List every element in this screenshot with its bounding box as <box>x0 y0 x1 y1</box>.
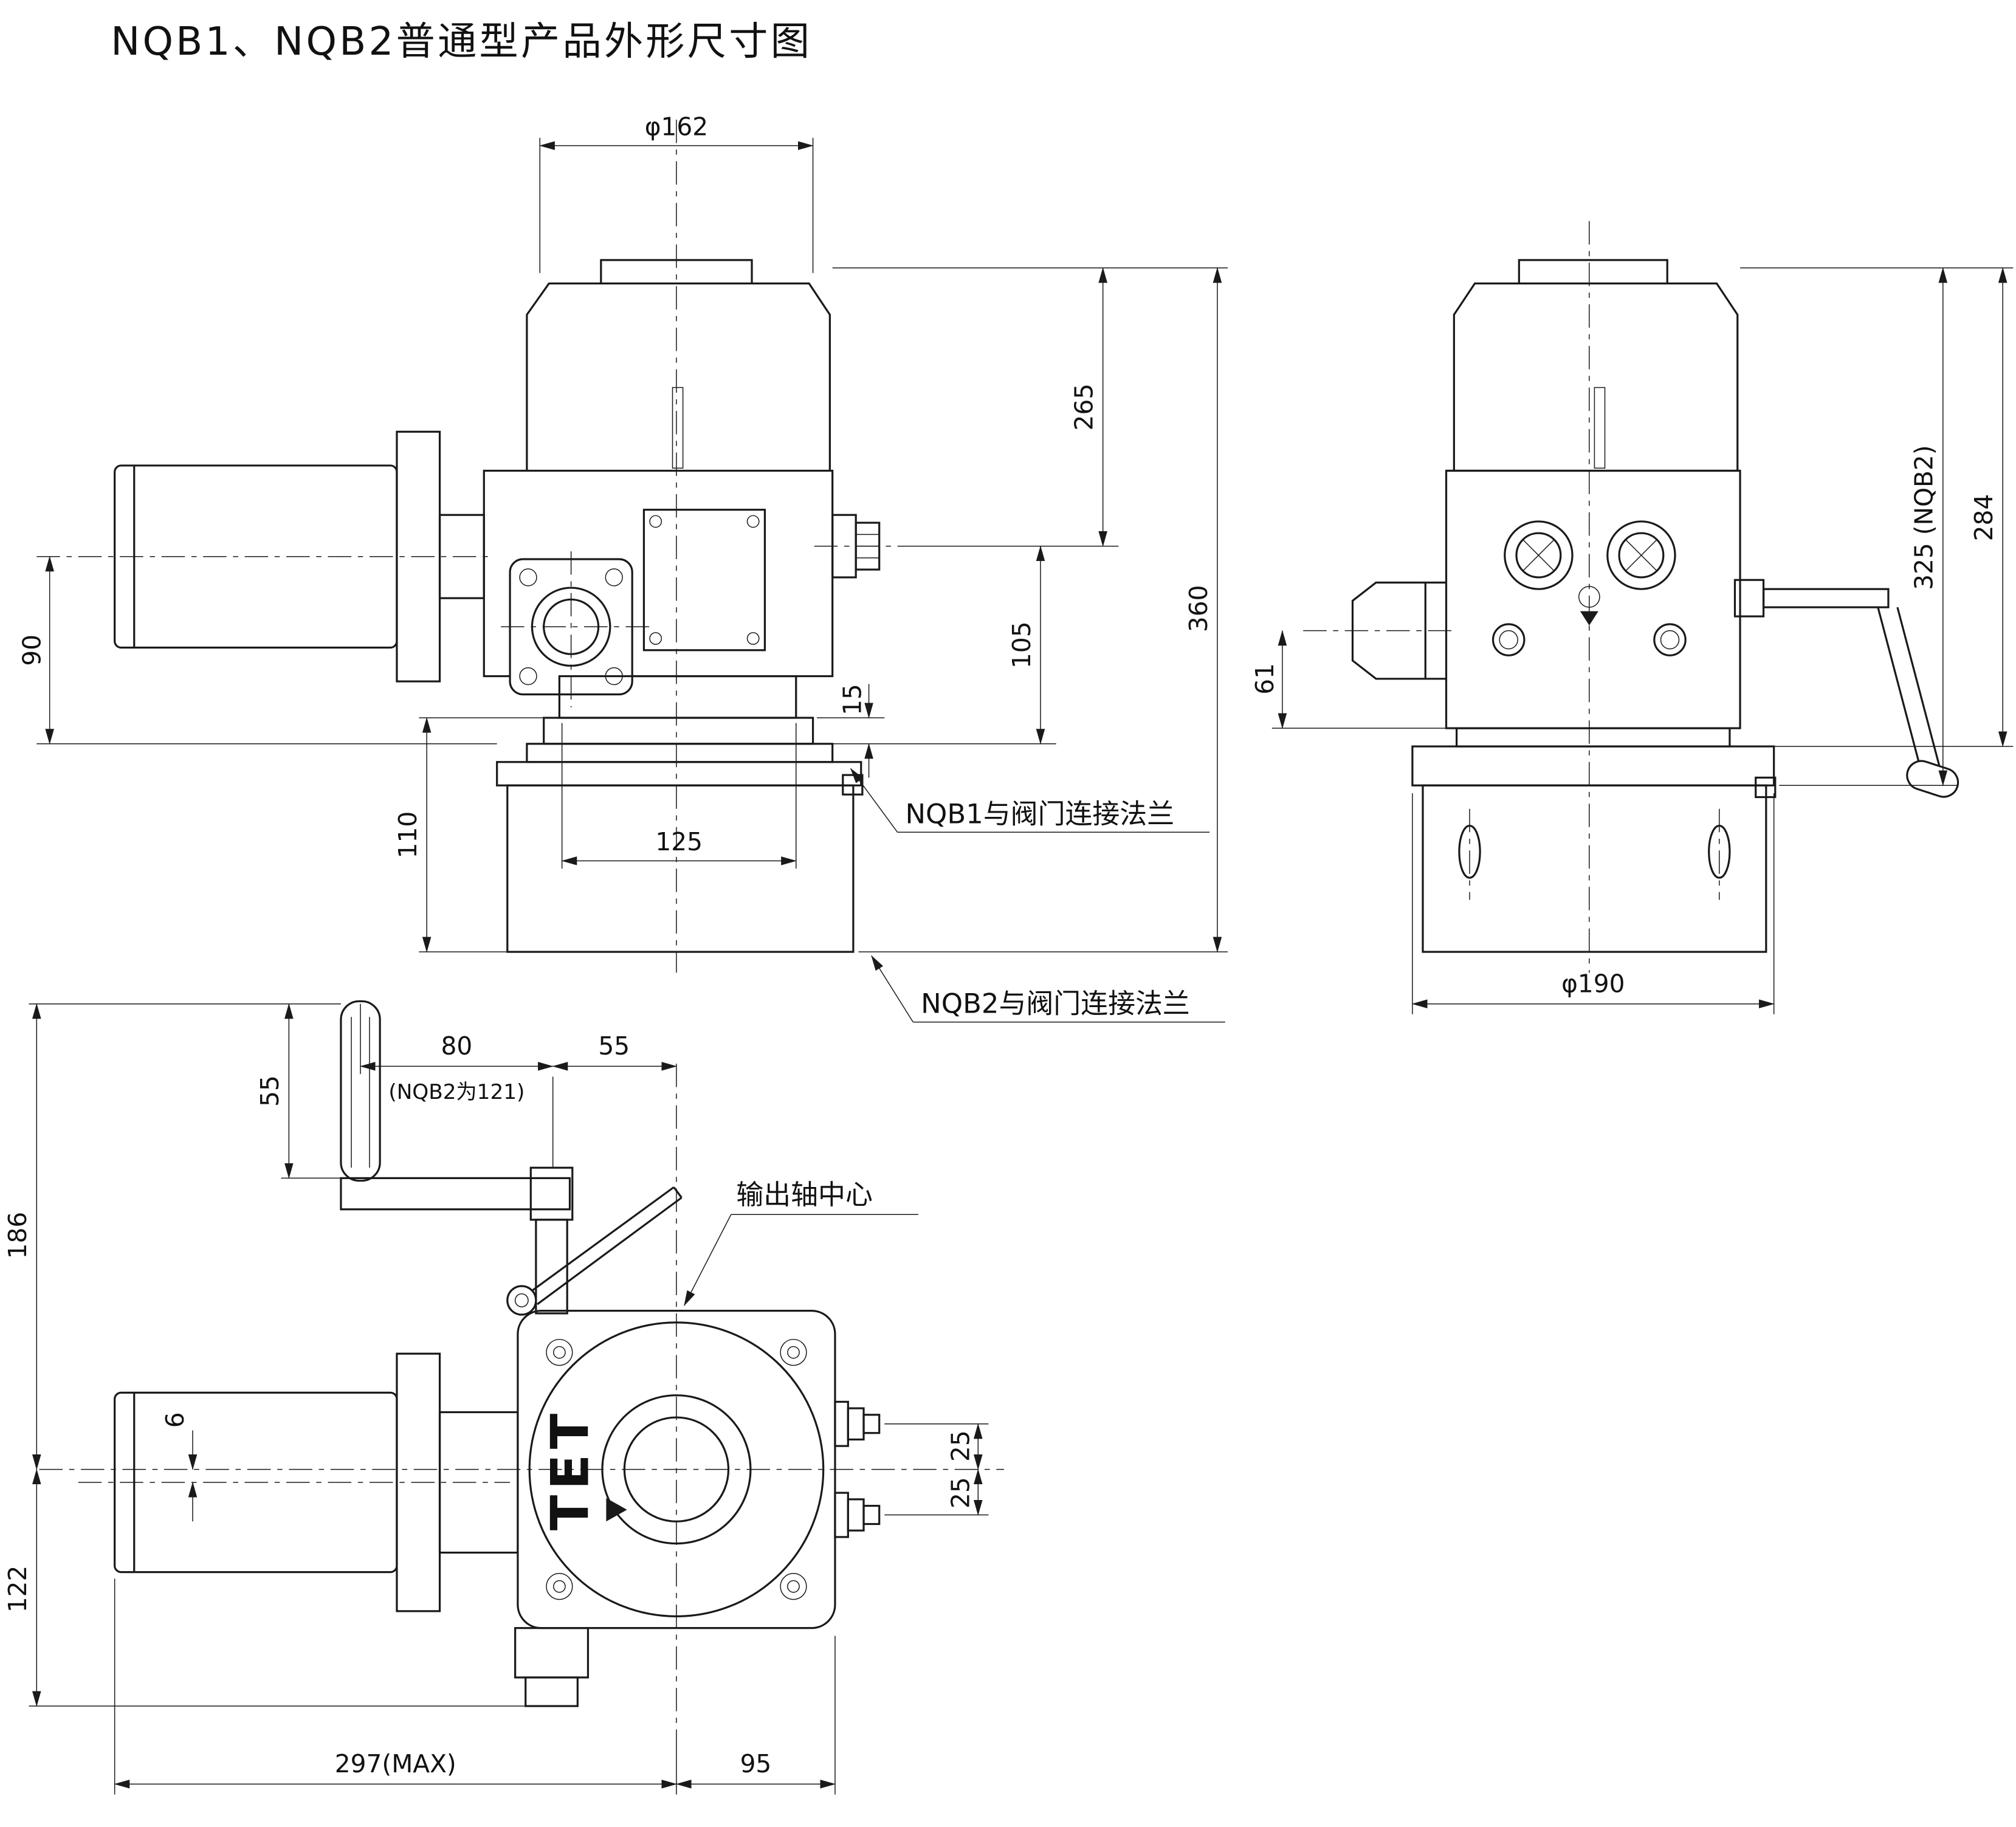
label-output-center: 输出轴中心 <box>736 1178 873 1211</box>
side-conduit-entries <box>1504 520 1676 590</box>
dim-55: 55 <box>598 1031 630 1061</box>
dim-80-note: (NQB2为121) <box>388 1080 525 1104</box>
top-dimensions: 55 186 122 80 (NQB2为121) 55 6 <box>3 1003 989 1795</box>
front-view: φ162 265 105 360 15 90 <box>18 112 1228 1023</box>
top-motor-outline <box>114 1352 519 1612</box>
dim-90: 90 <box>18 635 47 666</box>
front-leader-labels: NQB1与阀门连接法兰 NQB2与阀门连接法兰 <box>850 768 1225 1023</box>
direction-marker <box>606 1498 627 1522</box>
dim-dia162: φ162 <box>645 112 708 142</box>
top-bottom-stub <box>514 1627 590 1707</box>
dim-25-lower: 25 <box>946 1477 975 1509</box>
front-motor-outline <box>114 430 485 683</box>
label-nqb1-flange: NQB1与阀门连接法兰 <box>905 797 1174 830</box>
side-top-cap-outline <box>1446 259 1741 472</box>
side-gearbox-body-outline <box>1445 469 1741 729</box>
front-base-outline <box>496 675 864 953</box>
indicator-triangle <box>1580 611 1598 626</box>
dim-55-handle: 55 <box>255 1075 284 1107</box>
dim-284: 284 <box>1969 494 1998 542</box>
dim-25-upper: 25 <box>946 1430 975 1462</box>
dim-325-nqb2: 325 (NQB2) <box>1910 445 1939 590</box>
brand-logo: TET <box>540 1408 600 1530</box>
dim-265: 265 <box>1070 384 1099 431</box>
cap-vent-slot <box>672 387 684 469</box>
side-dimensions: 61 325 (NQB2) 284 φ190 <box>1250 267 2014 1014</box>
top-terminal-stubs <box>834 1400 881 1538</box>
dim-122: 122 <box>3 1566 32 1613</box>
dim-297-max: 297(MAX) <box>335 1749 456 1778</box>
front-electrical-connector <box>831 514 881 579</box>
front-side-flange <box>501 551 651 707</box>
side-handwheel-crank <box>1733 579 1959 798</box>
top-crank-handle <box>340 1000 683 1316</box>
label-nqb2-flange: NQB2与阀门连接法兰 <box>921 988 1190 1020</box>
dim-80: 80 <box>441 1031 472 1061</box>
dim-125: 125 <box>655 827 703 856</box>
side-view: 61 325 (NQB2) 284 φ190 <box>1250 221 2014 1014</box>
dim-15: 15 <box>838 684 867 715</box>
top-view: TET <box>3 1000 1005 1795</box>
front-top-cap-outline <box>526 259 831 471</box>
dim-61: 61 <box>1250 663 1279 695</box>
dim-110: 110 <box>393 811 422 859</box>
dim-360: 360 <box>1184 585 1213 632</box>
declutch-lever-pivot <box>506 1285 537 1316</box>
dim-95: 95 <box>740 1749 772 1778</box>
drawing-title: NQB1、NQB2普通型产品外形尺寸图 <box>111 19 812 64</box>
dim-186: 186 <box>3 1212 32 1259</box>
crank-grip <box>1906 760 1959 798</box>
side-motor-end-outline <box>1351 581 1447 680</box>
dim-6: 6 <box>160 1412 190 1428</box>
dim-dia190: φ190 <box>1561 969 1625 998</box>
side-bolts <box>1491 586 1687 656</box>
top-body-outline: TET <box>517 1310 836 1629</box>
front-nameplate <box>642 509 766 652</box>
base-tab <box>1755 776 1777 799</box>
dim-105: 105 <box>1007 621 1036 669</box>
front-dimensions: φ162 265 105 360 15 90 <box>18 112 1228 953</box>
side-base-outline <box>1411 727 1777 953</box>
